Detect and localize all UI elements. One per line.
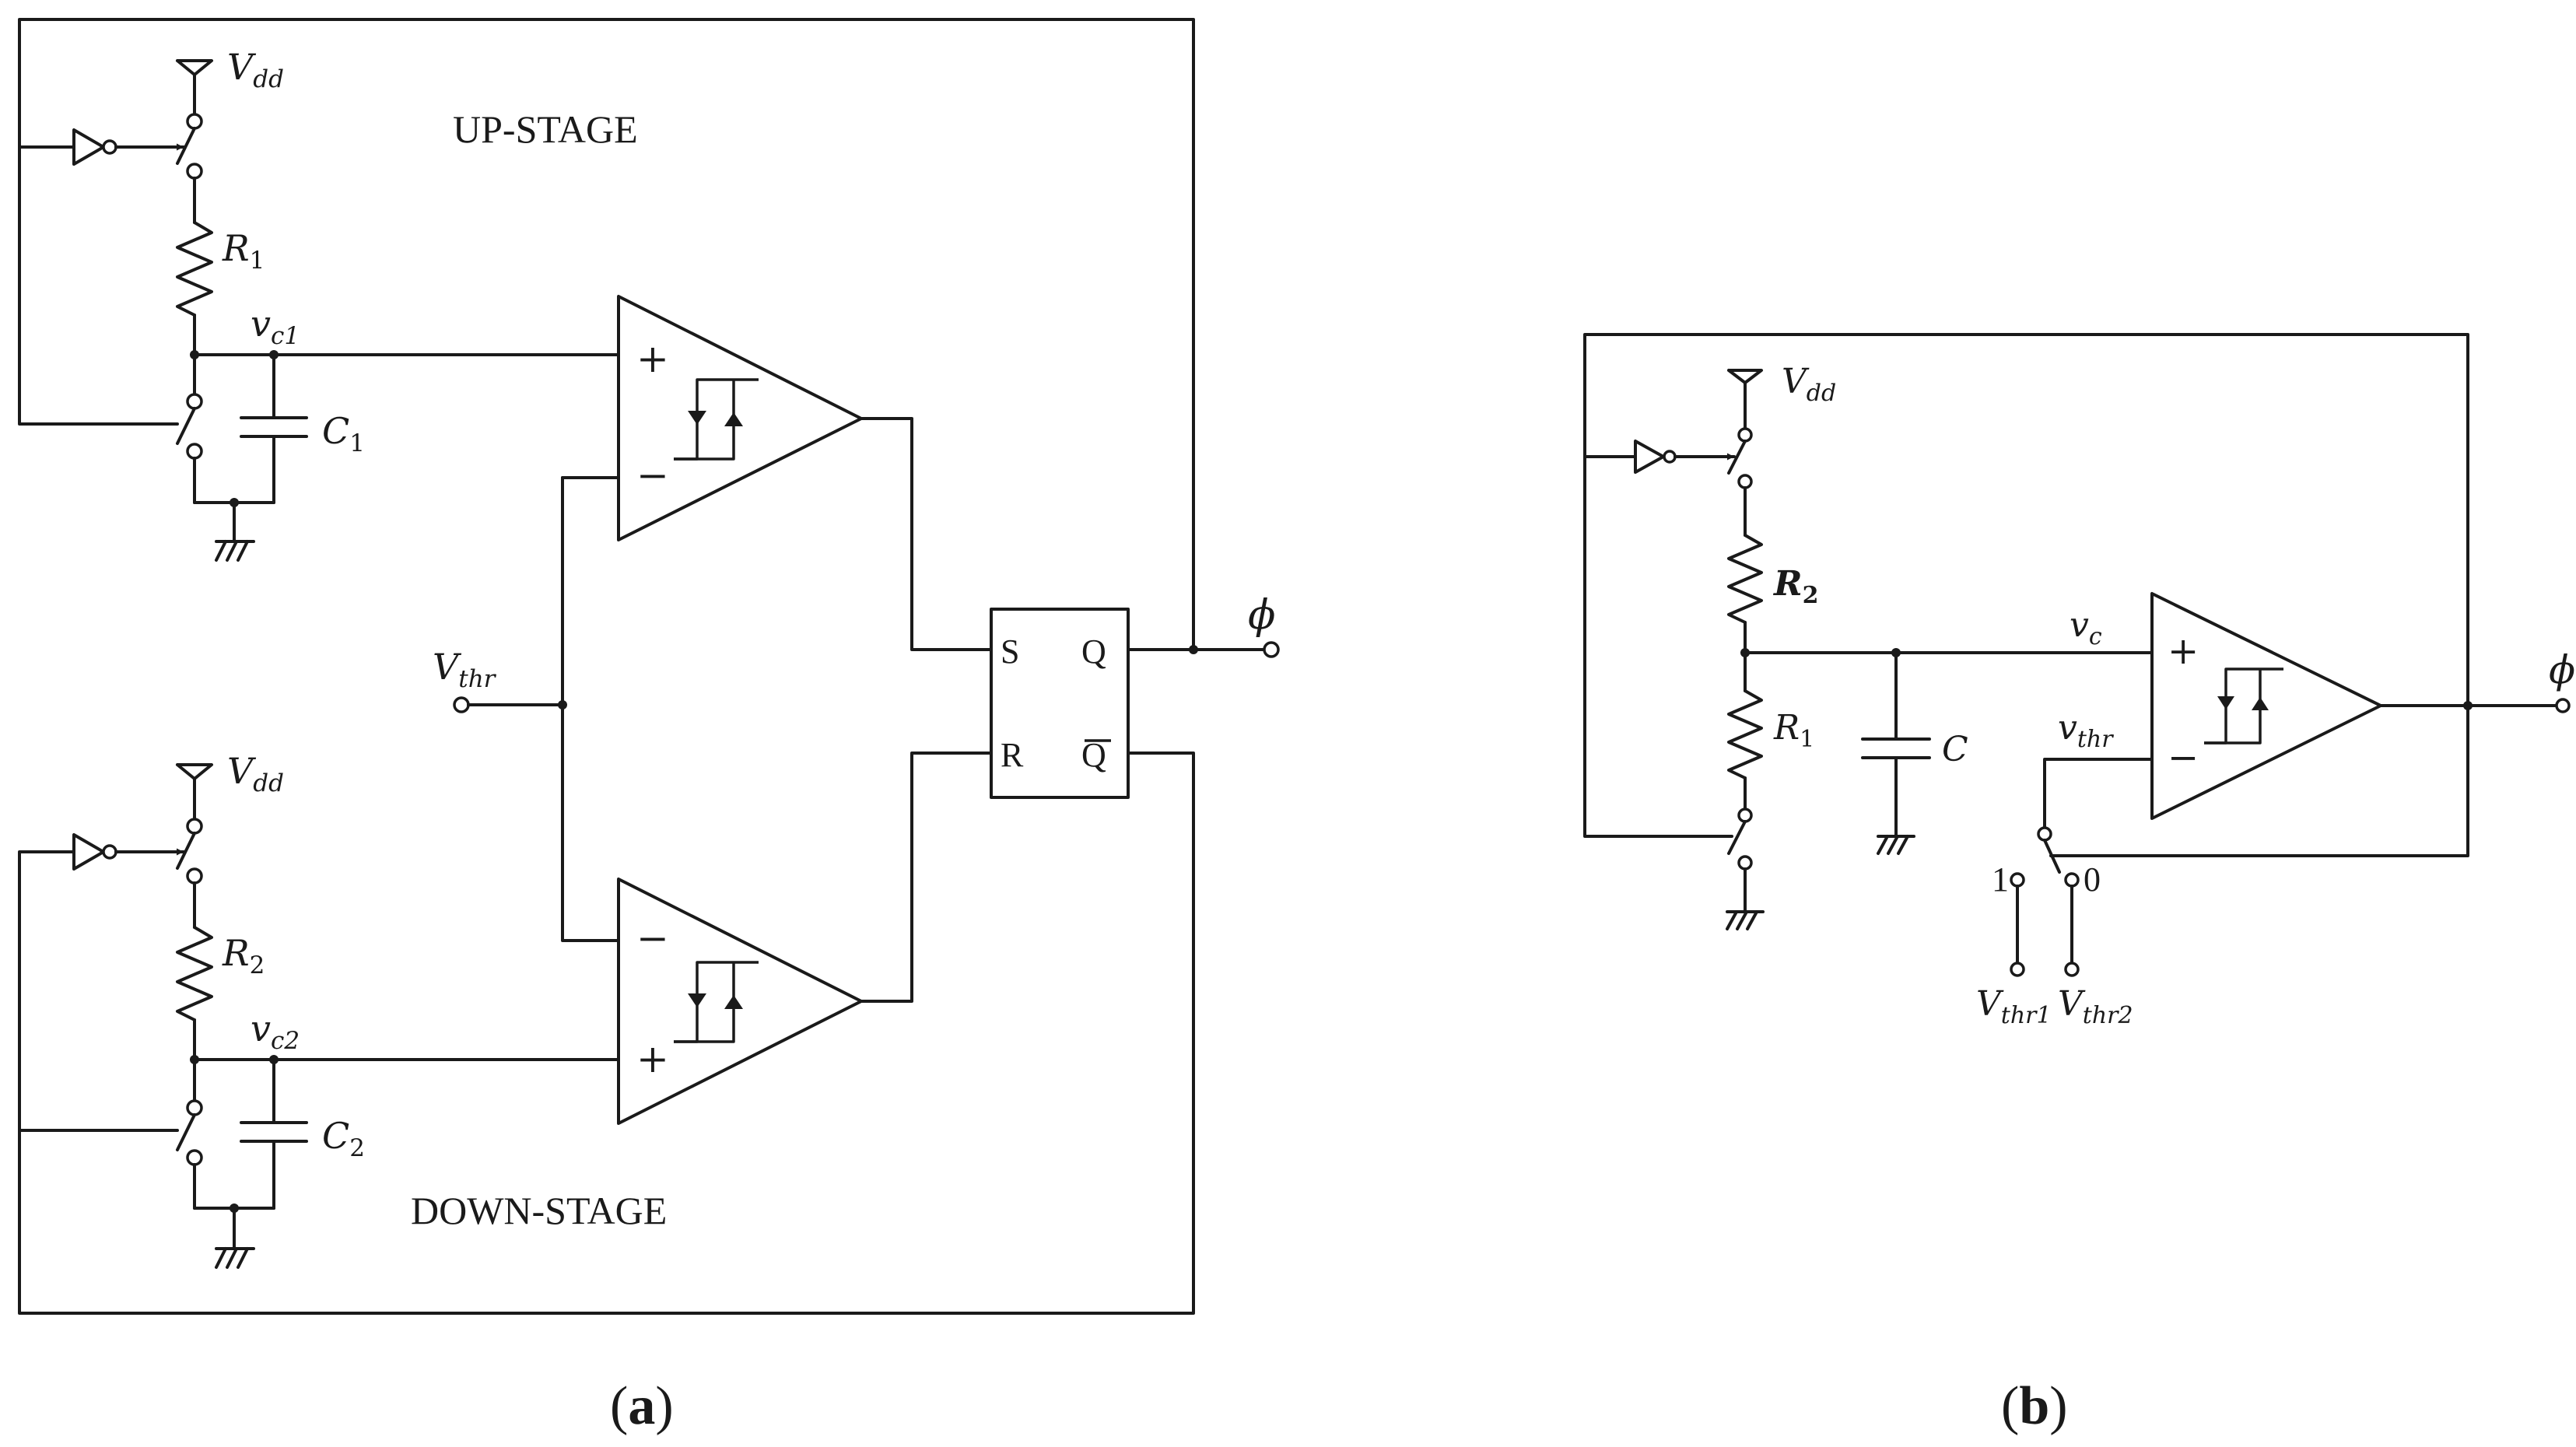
feedback-wires-a <box>18 18 1195 1315</box>
panel-a: UP-STAGE DOWN-STAGE Vdd Vdd R1 R2 C1 C2 … <box>18 18 1280 1436</box>
comparator-1 <box>561 295 993 651</box>
c-label-b: C <box>1942 730 1968 769</box>
selector-0-label: 0 <box>2084 860 2101 899</box>
ground-icon <box>215 1247 255 1269</box>
r2-label: R2 <box>222 932 265 979</box>
comparator-triangle <box>617 295 863 541</box>
vc-label-b: vc <box>2070 605 2102 650</box>
vdd-label-b: Vdd <box>1782 362 1836 407</box>
feedback-wires-b <box>1583 333 2469 857</box>
inverter-icon <box>1634 440 1665 474</box>
phi-label-b: ϕ <box>2549 647 2575 692</box>
up-stage <box>72 59 620 562</box>
phi-output-terminal <box>2555 698 2571 713</box>
ground-icon <box>215 540 255 562</box>
up-stage-label: UP-STAGE <box>453 107 638 151</box>
resistor-r1-icon <box>176 221 213 317</box>
comp2-plus: + <box>636 1036 669 1081</box>
c1-label: C1 <box>322 410 365 457</box>
hysteresis-icon <box>2204 667 2283 745</box>
switch-blade <box>176 127 196 165</box>
vthr-label-b: vthr <box>2058 708 2114 753</box>
vdd-supply-icon <box>1727 369 1763 384</box>
vthr2-label: Vthr2 <box>2058 984 2133 1029</box>
comp2-minus: − <box>636 916 669 961</box>
comparator-triangle <box>2150 592 2382 820</box>
comp-b-minus: − <box>2168 736 2199 780</box>
inverter-icon <box>72 833 105 871</box>
selector-1-label: 1 <box>1992 860 2009 899</box>
vthr-selector <box>2010 758 2154 977</box>
switch-terminal <box>186 113 203 130</box>
comp1-minus: − <box>636 453 669 498</box>
vthr-input <box>453 476 620 942</box>
hysteresis-icon <box>674 378 759 461</box>
comp1-plus: + <box>636 336 669 381</box>
vdd-supply-icon <box>176 59 213 76</box>
comparator-triangle <box>617 878 863 1125</box>
comparator-b <box>2150 592 2571 820</box>
resistor-r2-icon <box>176 926 213 1021</box>
caption-a: (a) <box>610 1376 674 1436</box>
ff-q-pin: Q <box>1081 632 1106 671</box>
ff-r-pin: R <box>1001 736 1024 774</box>
ff-s-pin: S <box>1001 632 1019 671</box>
vdd-supply-icon <box>176 763 213 780</box>
r2-label-b: R2 <box>1772 564 1818 609</box>
resistor-r1-icon <box>1727 689 1763 780</box>
resistor-r2-icon <box>1727 534 1763 624</box>
r1-label-b: R1 <box>1773 708 1814 753</box>
sr-flip-flop <box>990 608 1280 799</box>
down-stage-label: DOWN-STAGE <box>411 1189 667 1232</box>
comparator-2 <box>617 752 993 1125</box>
c2-label: C2 <box>322 1115 365 1162</box>
r1-label: R1 <box>222 227 265 275</box>
capacitor-c <box>1861 648 1931 855</box>
comp-b-plus: + <box>2168 629 2199 673</box>
down-stage <box>72 763 620 1269</box>
vc1-label: vc1 <box>251 303 300 350</box>
vthr1-label: Vthr1 <box>1976 984 2052 1029</box>
vc2-label: vc2 <box>251 1007 300 1055</box>
ff-qbar-pin: Q <box>1081 736 1106 774</box>
phi-output-terminal <box>1263 641 1280 658</box>
caption-b: (b) <box>2001 1376 2068 1436</box>
phi-label-a: ϕ <box>1248 592 1275 639</box>
hysteresis-icon <box>674 961 759 1043</box>
supply-stage-b <box>1634 369 2154 930</box>
vdd-top-label: Vdd <box>227 46 284 93</box>
ground-icon <box>1877 835 1915 855</box>
inverter-icon <box>72 128 105 166</box>
vthr-label: Vthr <box>433 646 497 693</box>
vdd-bottom-label: Vdd <box>227 750 284 797</box>
panel-b: Vdd R2 R1 C vc vthr Vthr1 Vthr2 1 0 ϕ + … <box>1583 333 2575 1436</box>
switch-terminal <box>186 163 203 180</box>
ground-icon <box>1726 910 1765 930</box>
